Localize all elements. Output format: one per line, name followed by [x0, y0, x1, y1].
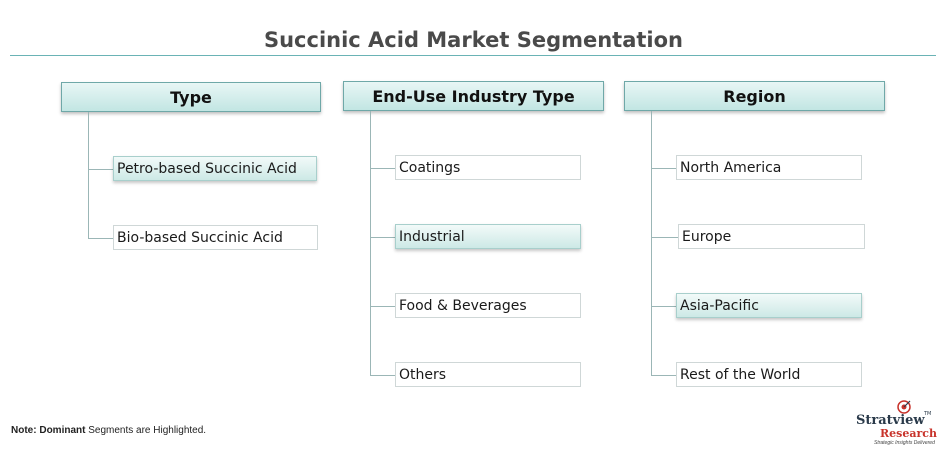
segment-item: Food & Beverages: [395, 293, 581, 318]
tree-branch: [370, 375, 395, 376]
note-prefix: Note:: [11, 425, 37, 436]
segment-item: Industrial: [395, 224, 581, 249]
segment-label: Petro-based Succinic Acid: [117, 160, 297, 177]
tree-branch: [651, 306, 676, 307]
target-icon: [897, 400, 911, 414]
page-title: Succinic Acid Market Segmentation: [263, 28, 684, 52]
logo-sub: Research: [880, 427, 937, 440]
stratview-logo: Stratview TM Research Strategic Insights…: [850, 400, 942, 448]
segment-label: Europe: [682, 228, 732, 245]
footnote: Note: Dominant Segments are Highlighted.: [11, 425, 206, 436]
note-text: Segments are Highlighted.: [88, 425, 207, 436]
segment-label: Food & Beverages: [399, 297, 527, 314]
tree-branch: [88, 238, 113, 239]
column-header-type: Type: [61, 82, 321, 112]
segment-item: Petro-based Succinic Acid: [113, 156, 317, 181]
tree-connector: [651, 111, 652, 376]
segment-label: Coatings: [399, 159, 461, 176]
segment-label: Asia-Pacific: [680, 297, 759, 314]
tree-connector: [370, 111, 371, 376]
tree-branch: [88, 169, 113, 170]
note-bold: Dominant: [39, 425, 86, 436]
tree-branch: [651, 168, 676, 169]
segment-item: Rest of the World: [676, 362, 862, 387]
segment-item: Bio-based Succinic Acid: [113, 225, 318, 250]
segment-item: Asia-Pacific: [676, 293, 862, 318]
tree-branch: [370, 306, 395, 307]
segment-item: Others: [395, 362, 581, 387]
segment-item: North America: [676, 155, 862, 180]
tree-branch: [651, 237, 678, 238]
tree-connector: [88, 112, 89, 238]
column-header-region: Region: [624, 81, 885, 111]
logo-tagline: Strategic Insights Delivered: [874, 440, 935, 446]
tree-branch: [651, 375, 676, 376]
logo-name: Stratview: [856, 413, 925, 428]
tree-branch: [370, 237, 395, 238]
segment-label: Bio-based Succinic Acid: [117, 229, 283, 246]
segment-item: Europe: [678, 224, 865, 249]
segment-item: Coatings: [395, 155, 581, 180]
segment-label: North America: [680, 159, 782, 176]
segment-label: Industrial: [399, 228, 465, 245]
segment-label: Rest of the World: [680, 366, 801, 383]
title-divider: [10, 55, 936, 56]
tree-branch: [370, 168, 395, 169]
logo-trademark: TM: [924, 411, 932, 417]
column-header-end-use: End-Use Industry Type: [343, 81, 604, 111]
segment-label: Others: [399, 366, 447, 383]
